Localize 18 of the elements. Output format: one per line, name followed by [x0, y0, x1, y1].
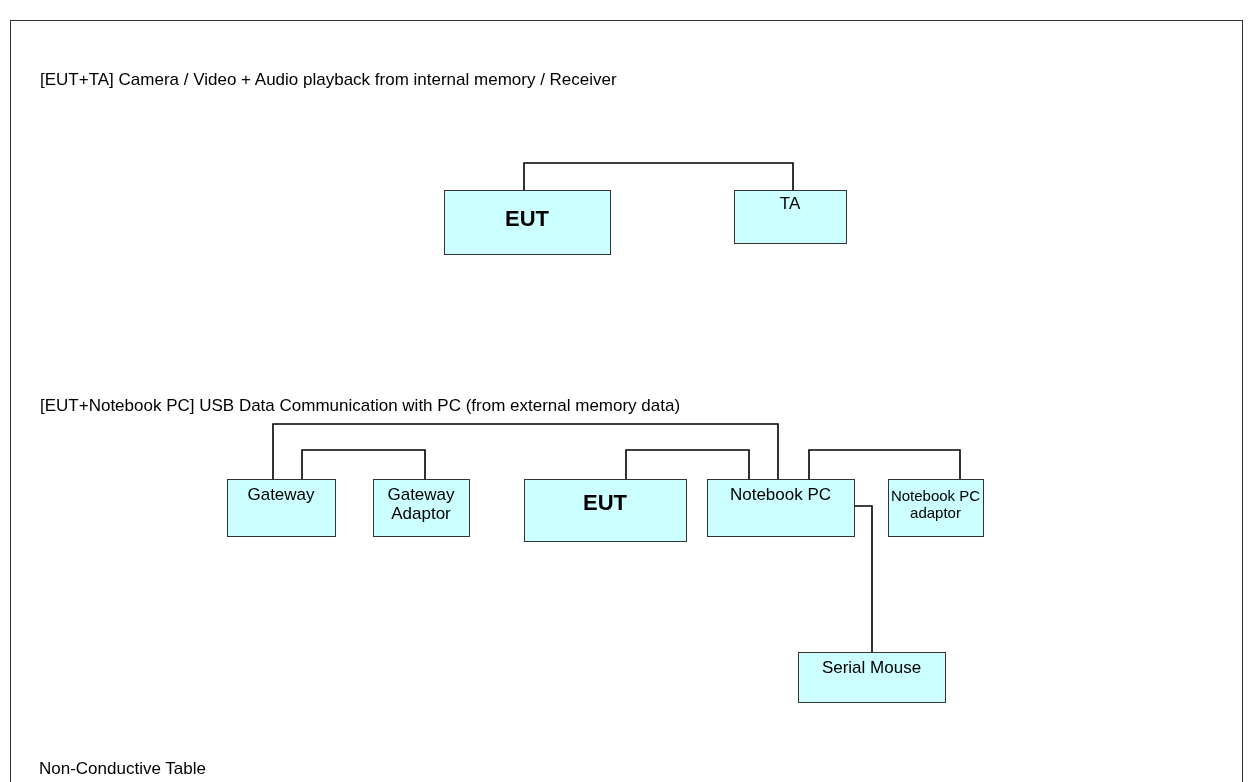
- equipment-box: Gateway: [226, 478, 336, 537]
- equipment-box: TA: [733, 189, 847, 244]
- table-label: Non-Conductive Table: [39, 759, 206, 779]
- table-frame: [10, 20, 1243, 782]
- section-heading: [EUT+Notebook PC] USB Data Communication with PC (from external memory data): [40, 396, 681, 416]
- cable-line: [523, 162, 794, 191]
- cable-line: [854, 505, 873, 653]
- equipment-box: EUT: [443, 189, 611, 255]
- cable-line: [808, 449, 961, 480]
- section-heading: [EUT+TA] Camera / Video + Audio playback from internal memory / Receiver: [40, 70, 617, 90]
- cable-line: [625, 449, 750, 480]
- equipment-box: Serial Mouse: [797, 651, 946, 703]
- equipment-box: EUT: [523, 478, 687, 542]
- equipment-box: Notebook PC adaptor: [887, 478, 984, 537]
- cable-line: [272, 423, 779, 480]
- cable-line: [301, 449, 426, 480]
- equipment-box: Notebook PC: [706, 478, 855, 537]
- equipment-box: Gateway Adaptor: [372, 478, 470, 537]
